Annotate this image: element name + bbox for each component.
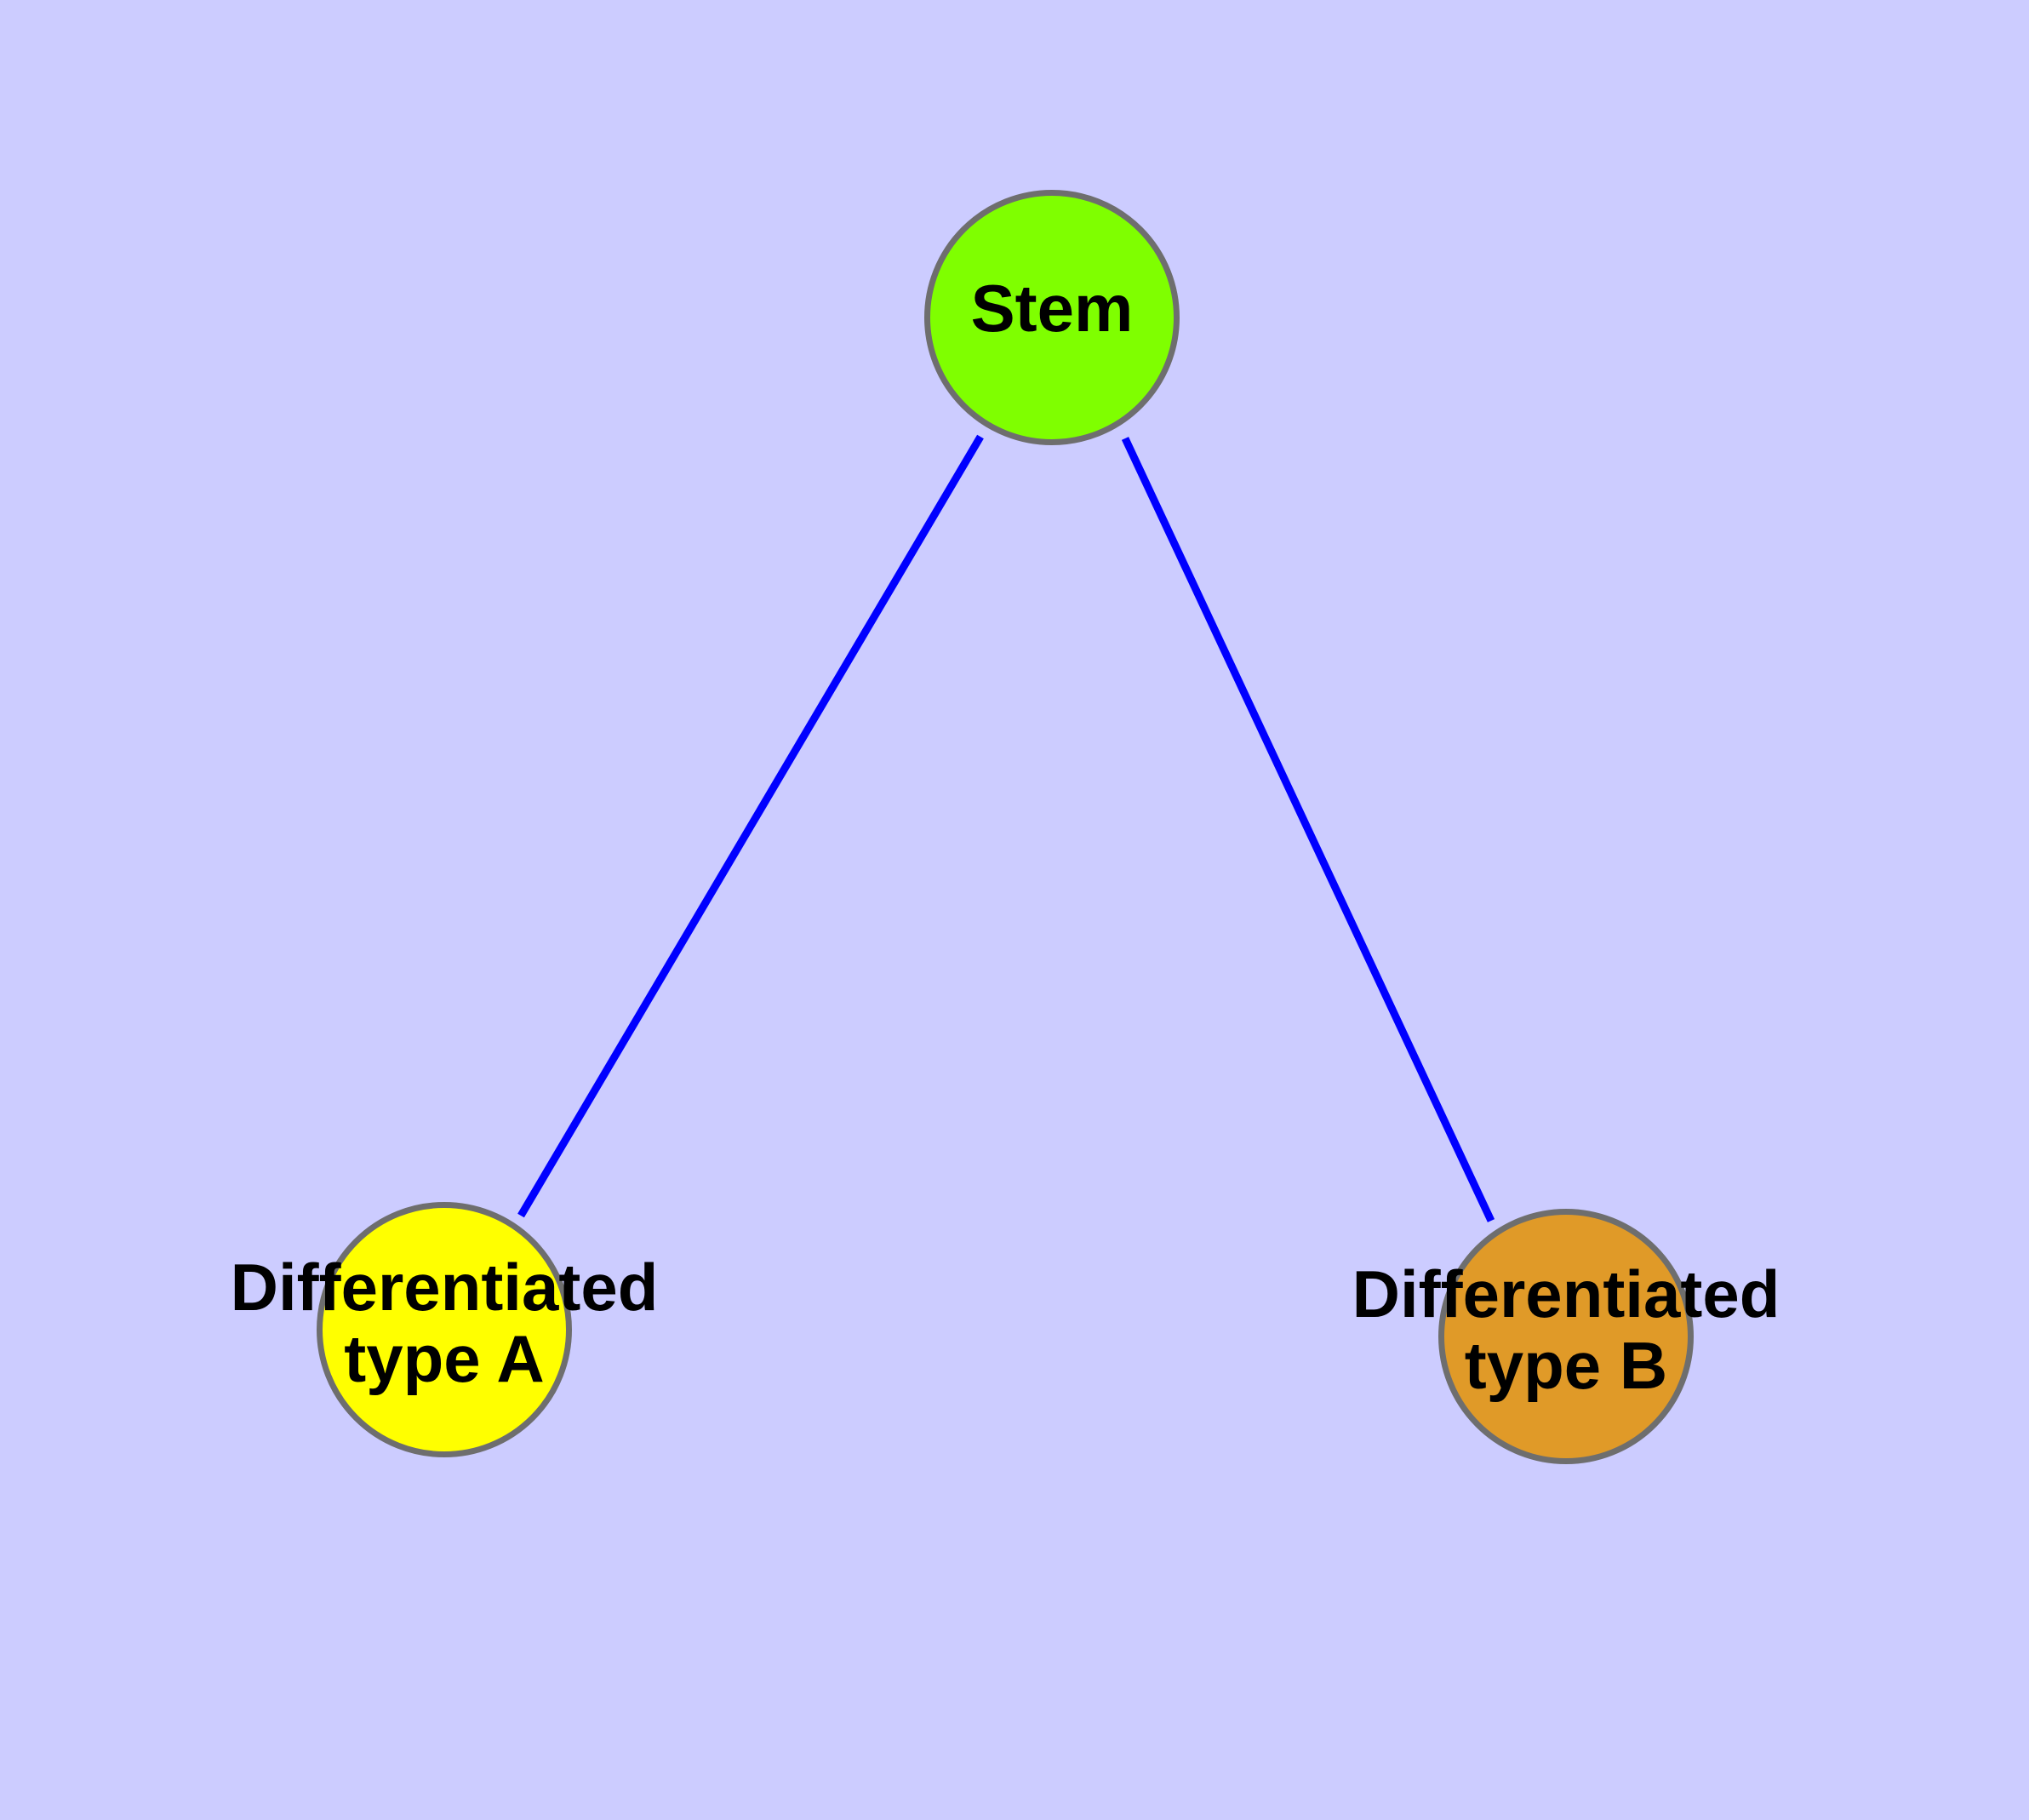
node-differentiated-type-b[interactable]	[1438, 1209, 1694, 1464]
edge-stem-to-diff-a	[517, 434, 984, 1218]
node-differentiated-type-a[interactable]	[317, 1202, 572, 1457]
edge-stem-to-diff-b	[1121, 437, 1495, 1222]
node-stem[interactable]	[924, 190, 1180, 445]
